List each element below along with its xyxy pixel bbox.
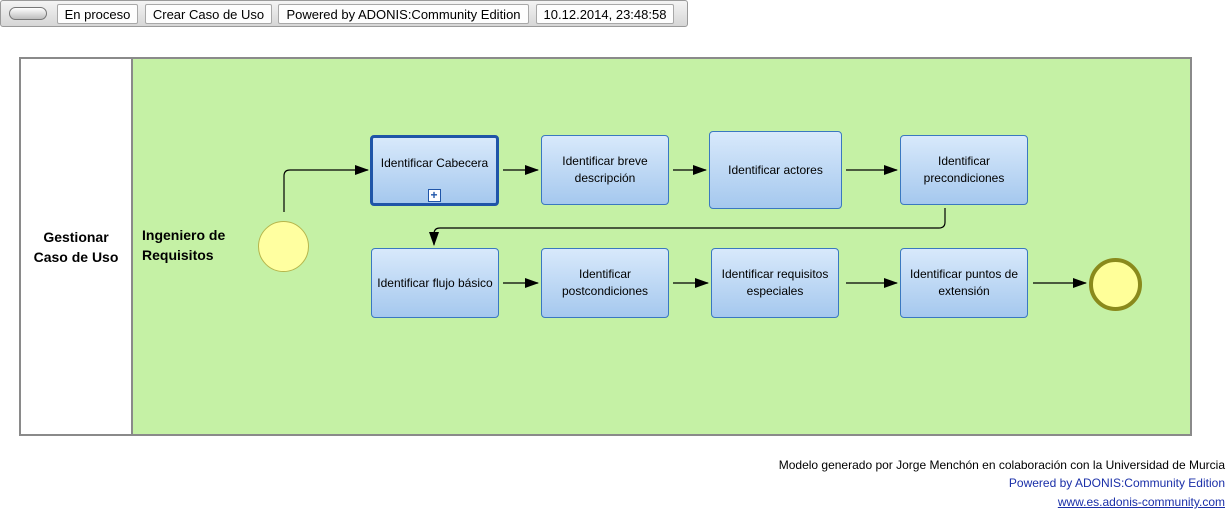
pool-header: Gestionar Caso de Uso: [21, 59, 133, 434]
timestamp-field: 10.12.2014, 23:48:58: [536, 4, 674, 24]
activity-label: Identificar breve descripción: [562, 154, 648, 185]
activity-label: Identificar flujo básico: [377, 275, 493, 290]
subprocess-expand-icon[interactable]: +: [427, 189, 441, 202]
activity-identificar-flujo-basico[interactable]: Identificar flujo básico: [371, 248, 499, 318]
activity-identificar-breve-descripcion[interactable]: Identificar breve descripción: [541, 135, 669, 205]
status-field: En proceso: [57, 4, 138, 24]
pool-label: Gestionar Caso de Uso: [33, 228, 119, 265]
model-name-field: Crear Caso de Uso: [145, 4, 272, 24]
activity-identificar-precondiciones[interactable]: Identificar precondiciones: [900, 135, 1028, 205]
activity-label: Identificar precondiciones: [923, 154, 1005, 185]
activity-identificar-cabecera[interactable]: Identificar Cabecera +: [370, 135, 499, 206]
lane-label: Ingeniero de Requisitos: [142, 227, 226, 263]
activity-identificar-requisitos-especiales[interactable]: Identificar requisitos especiales: [711, 248, 839, 318]
footer-website-link[interactable]: www.es.adonis-community.com: [1057, 495, 1225, 509]
activity-identificar-puntos-extension[interactable]: Identificar puntos de extensión: [900, 248, 1028, 318]
flow-4-5: [429, 208, 946, 246]
activity-label: Identificar puntos de extensión: [909, 267, 1019, 298]
process-pool: Gestionar Caso de Uso Ingeniero de Requi…: [19, 57, 1192, 436]
activity-label: Identificar postcondiciones: [561, 267, 649, 298]
footer-credit: Modelo generado por Jorge Menchón en col…: [778, 458, 1225, 472]
window-toggle-button[interactable]: [9, 7, 47, 20]
end-event[interactable]: [1089, 258, 1142, 311]
activity-label: Identificar Cabecera: [380, 156, 489, 170]
activity-identificar-postcondiciones[interactable]: Identificar postcondiciones: [541, 248, 669, 318]
footer-powered-link[interactable]: Powered by ADONIS:Community Edition: [1008, 476, 1225, 490]
powered-by-field: Powered by ADONIS:Community Edition: [278, 4, 529, 24]
start-event[interactable]: [258, 221, 309, 272]
status-bar: En proceso Crear Caso de Uso Powered by …: [0, 0, 688, 27]
activity-label: Identificar actores: [728, 162, 823, 177]
activity-label: Identificar requisitos especiales: [721, 267, 829, 298]
flow-start-to-cabecera: [283, 165, 369, 212]
lane-header: Ingeniero de Requisitos: [142, 225, 252, 269]
activity-identificar-actores[interactable]: Identificar actores: [709, 131, 842, 209]
